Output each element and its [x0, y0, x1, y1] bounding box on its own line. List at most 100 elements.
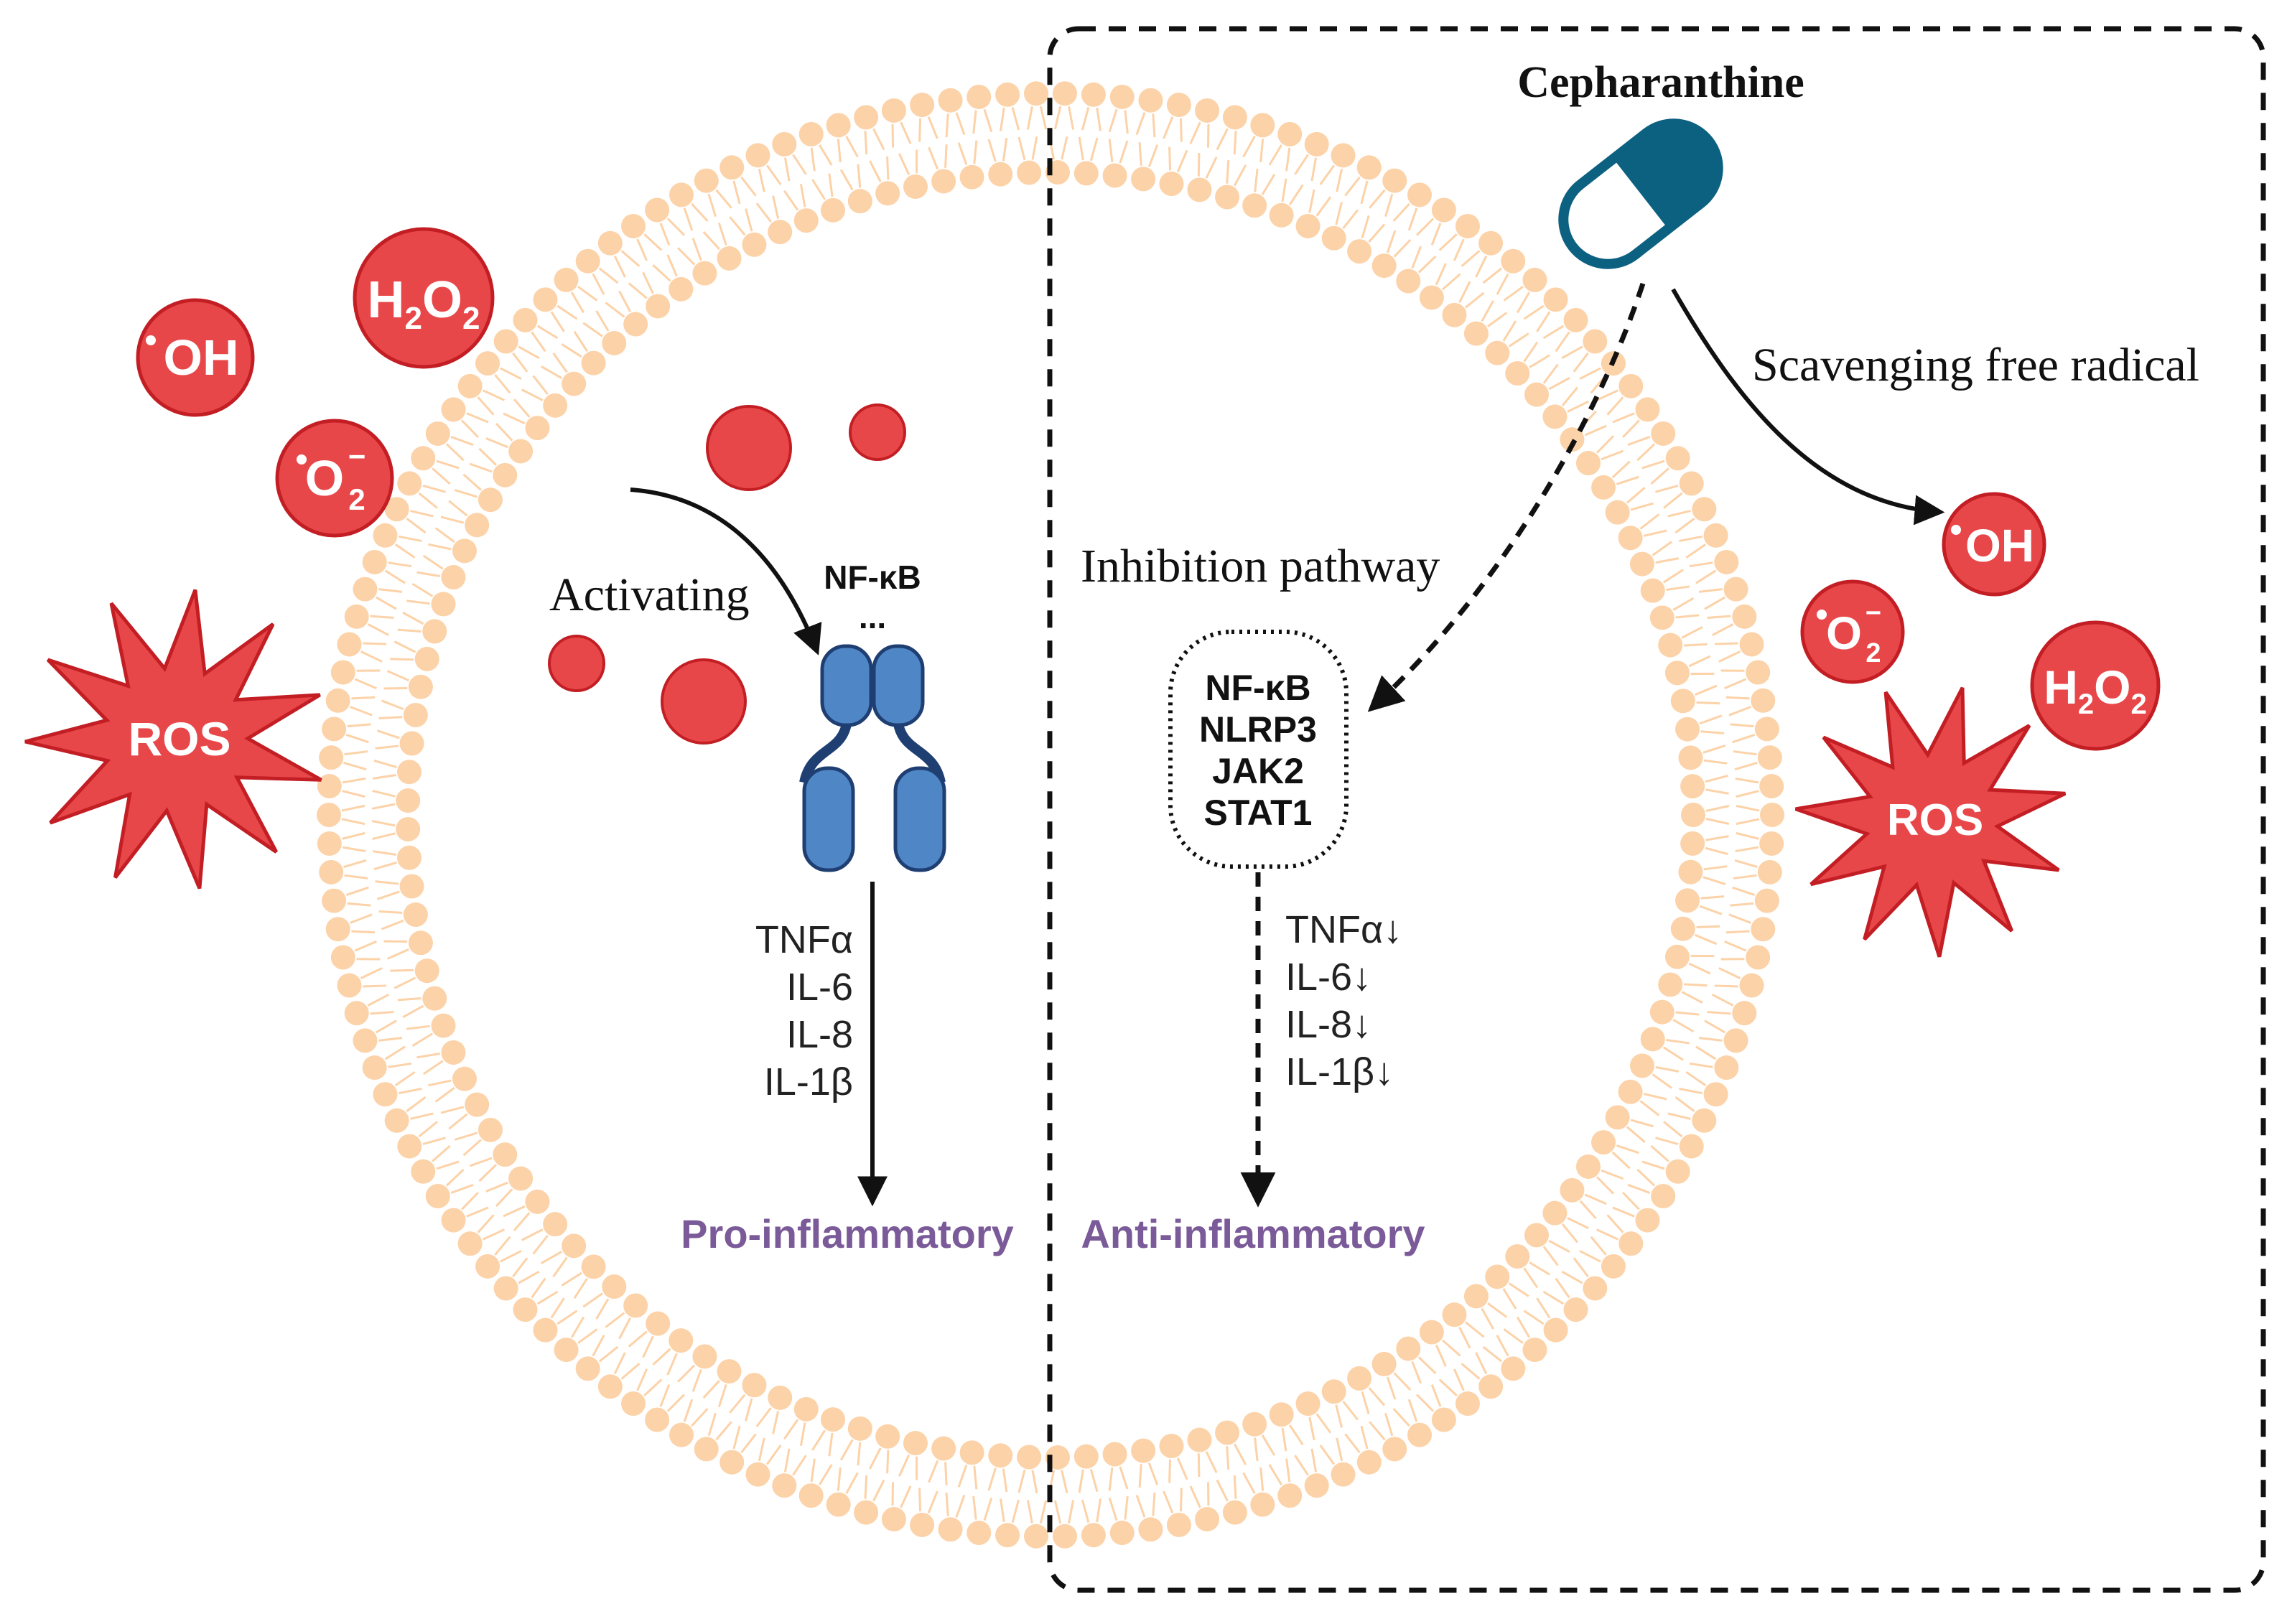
o2-label: O [1826, 607, 1862, 659]
lipid-bead [881, 98, 906, 123]
lipid-bead [1703, 523, 1728, 548]
lipid-bead [1618, 1231, 1644, 1256]
lipid-bead [362, 549, 387, 574]
lipid-bead [475, 1254, 500, 1279]
lipid-bead [1542, 1200, 1568, 1226]
lipid-bead [1215, 185, 1240, 210]
lipid-bead [414, 646, 439, 671]
target-item: NLRP3 [1199, 709, 1317, 750]
lipid-bead [597, 1374, 623, 1399]
lipid-bead [1242, 1411, 1267, 1437]
lipid-bead [742, 232, 767, 257]
lipid-bead [1321, 225, 1346, 251]
lipid-bead [1131, 1438, 1156, 1463]
lipid-bead [1356, 155, 1382, 180]
lipid-bead [1396, 269, 1421, 294]
lipid-bead [875, 1424, 900, 1449]
lipid-bead [1187, 1427, 1212, 1452]
lipid-bead [1665, 1159, 1690, 1184]
nfkb-receptor-icon [799, 644, 946, 872]
lipid-bead [408, 930, 433, 956]
lipid-bead [669, 276, 694, 302]
lipid-bead [575, 1356, 600, 1381]
lipid-bead [431, 1013, 456, 1038]
lipid-bead [995, 1523, 1020, 1548]
lipid-bead [623, 1293, 648, 1318]
lipid-bead [1692, 1108, 1717, 1133]
lipid-bead [903, 1431, 928, 1456]
lipid-bead [397, 1134, 422, 1159]
cytokine-item: IL-1β↓ [1285, 1050, 1394, 1093]
lipid-bead [1166, 1512, 1191, 1537]
lipid-bead [581, 1254, 606, 1279]
ros-dot [548, 635, 605, 692]
hydroxyl-radical-left: OH [136, 298, 255, 417]
lipid-bead [1605, 500, 1630, 525]
lipid-bead [396, 816, 421, 841]
lipid-bead [513, 307, 538, 332]
lipid-bead [441, 565, 466, 590]
capsule-icon [1558, 118, 1723, 269]
lipid-bead [1081, 82, 1106, 107]
lipid-bead [1102, 163, 1127, 188]
superoxide-right: O 2 − [1800, 579, 1905, 684]
ros-dot [849, 403, 906, 461]
lipid-bead [543, 393, 568, 418]
lipid-bead [1665, 446, 1690, 471]
lipid-bead [1187, 177, 1212, 202]
lipid-bead [1295, 1391, 1321, 1417]
lipid-bead [425, 421, 450, 446]
lipid-bead [602, 1274, 627, 1299]
ros-label: ROS [1887, 795, 1983, 845]
lipid-bead [1658, 633, 1683, 658]
anti-inflammatory-label: Anti-inflammatory [1081, 1211, 1425, 1256]
lipid-bead [1524, 1223, 1549, 1248]
cepharanthine-region-box [1047, 26, 2266, 1593]
lipid-bead [1681, 803, 1705, 827]
target-item: STAT1 [1204, 793, 1313, 833]
oh-label: OH [164, 330, 239, 386]
oh-label: OH [1965, 520, 2034, 571]
lipid-bead [692, 261, 717, 286]
lipid-bead [1131, 167, 1156, 192]
lipid-bead [1463, 1284, 1489, 1309]
lipid-bead [322, 888, 347, 913]
lipid-bead [1703, 1082, 1728, 1107]
lipid-bead [1505, 1243, 1530, 1269]
lipid-bead [1732, 604, 1757, 629]
lipid-bead [452, 538, 478, 564]
lipid-bead [1605, 1105, 1630, 1130]
lipid-bead [931, 169, 956, 194]
lipid-bead [1714, 549, 1739, 574]
lipid-bead [772, 131, 797, 157]
lipid-bead [1732, 1001, 1757, 1026]
lipid-bead [772, 1473, 797, 1498]
ros-starburst-right: ROS [1794, 686, 2067, 958]
lipid-bead [826, 1492, 851, 1517]
lipid-bead [399, 874, 424, 899]
lipid-bead [384, 497, 409, 522]
lipid-bead [1759, 774, 1784, 799]
lipid-bead [1347, 239, 1372, 264]
lipid-bead [581, 350, 606, 375]
ros-starburst-left: ROS [24, 589, 322, 890]
lipid-bead [1109, 84, 1135, 109]
lipid-bead [414, 958, 439, 984]
lipid-bead [1277, 1483, 1303, 1508]
lipid-bead [694, 168, 719, 193]
lipid-bead [1635, 397, 1660, 422]
lipid-bead [562, 1233, 587, 1259]
lipid-bead [1618, 526, 1643, 551]
lipid-bead [396, 845, 421, 870]
lipid-bead [1371, 253, 1397, 279]
lipid-bead [692, 1344, 717, 1369]
lipid-bead [645, 197, 670, 223]
lipid-bead [1347, 1366, 1372, 1391]
lipid-bead [362, 1055, 387, 1081]
lipid-bead [322, 717, 347, 742]
lipid-bead [1269, 1402, 1294, 1427]
lipid-bead [646, 1311, 671, 1336]
lipid-bead [1635, 1208, 1660, 1233]
lipid-bead [1396, 1336, 1421, 1361]
lipid-bead [719, 1450, 745, 1475]
